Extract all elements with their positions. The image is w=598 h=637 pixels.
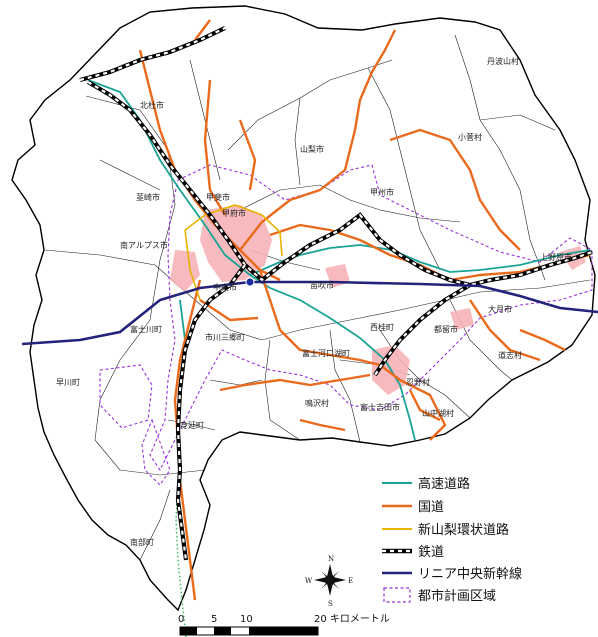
place-chuo: 中央市	[213, 282, 237, 292]
scale-tick-5: 5	[211, 614, 217, 625]
compass-s: S	[328, 600, 333, 608]
place-yamanakako: 山中湖村	[422, 408, 454, 418]
legend-expressway: 高速道路	[382, 476, 470, 492]
legend-city-planning: 都市計画区域	[383, 587, 496, 604]
scale-tick-10: 10	[240, 614, 253, 625]
place-hayakawa: 早川町	[56, 378, 80, 387]
place-fujiyoshida: 富士吉田市	[360, 402, 400, 412]
place-doshi: 道志村	[498, 350, 522, 360]
prefecture-border	[11, 5, 596, 612]
compass-rose: N E S W	[305, 555, 353, 608]
svg-text:リニア中央新幹線: リニア中央新幹線	[418, 566, 522, 582]
place-minobu: 身延町	[180, 420, 204, 430]
scale-tick-20: 20 キロメートル	[314, 614, 390, 625]
railways	[79, 26, 593, 561]
place-otsuki: 大月市	[488, 304, 512, 314]
compass-n: N	[328, 555, 334, 563]
place-tabayama: 丹波山村	[487, 56, 519, 66]
city-planning-areas	[99, 164, 593, 486]
svg-text:高速道路: 高速道路	[418, 476, 470, 492]
linear-shinkansen	[21, 280, 598, 346]
place-hokuto: 北杜市	[140, 100, 164, 110]
place-narusawa: 鳴沢村	[305, 398, 329, 408]
linear-station	[245, 277, 255, 287]
scale-bar: 0 5 10 20 キロメートル	[178, 614, 390, 636]
svg-text:国道: 国道	[418, 500, 444, 515]
place-nanbu: 南部町	[130, 537, 154, 547]
place-yamanashi: 山梨市	[300, 144, 324, 154]
legend-ring-road: 新山梨環状道路	[382, 522, 509, 538]
svg-text:鉄道: 鉄道	[418, 545, 444, 560]
place-oshino: 忍野村	[406, 377, 430, 387]
legend-linear: リニア中央新幹線	[382, 566, 522, 582]
place-fuefuki: 笛吹市	[310, 280, 334, 290]
place-tsuru: 都留市	[434, 324, 458, 334]
place-ichikawamisato: 市川三郷町	[205, 332, 245, 342]
place-labels: 上野原市 丹波山村 小菅村 甲州市 山梨市 甲府市 甲斐市 北杜市 韮崎市 南ア…	[56, 56, 572, 547]
place-kosuge: 小菅村	[458, 132, 482, 142]
place-kofu: 甲府市	[222, 208, 246, 218]
legend: 高速道路 国道 新山梨環状道路 鉄道 リニア中央新幹線 都市計画区域	[382, 476, 522, 604]
place-uenohara: 上野原市	[540, 252, 572, 262]
svg-text:新山梨環状道路: 新山梨環状道路	[418, 522, 509, 538]
place-nishikatsura: 西桂町	[370, 322, 394, 332]
scale-tick-0: 0	[178, 614, 184, 625]
compass-e: E	[348, 577, 353, 585]
place-fujikawa: 富士川町	[130, 324, 162, 334]
place-kai: 甲斐市	[206, 192, 230, 202]
legend-national-road: 国道	[382, 500, 444, 515]
svg-text:都市計画区域: 都市計画区域	[418, 588, 496, 604]
legend-railway: 鉄道	[382, 545, 444, 560]
place-koshu: 甲州市	[370, 187, 394, 197]
place-minamialps: 南アルプス市	[120, 240, 168, 250]
place-fujikawaguchiko: 富士河口湖町	[302, 348, 350, 358]
place-nirasaki: 韮崎市	[136, 192, 160, 202]
compass-w: W	[305, 577, 313, 585]
